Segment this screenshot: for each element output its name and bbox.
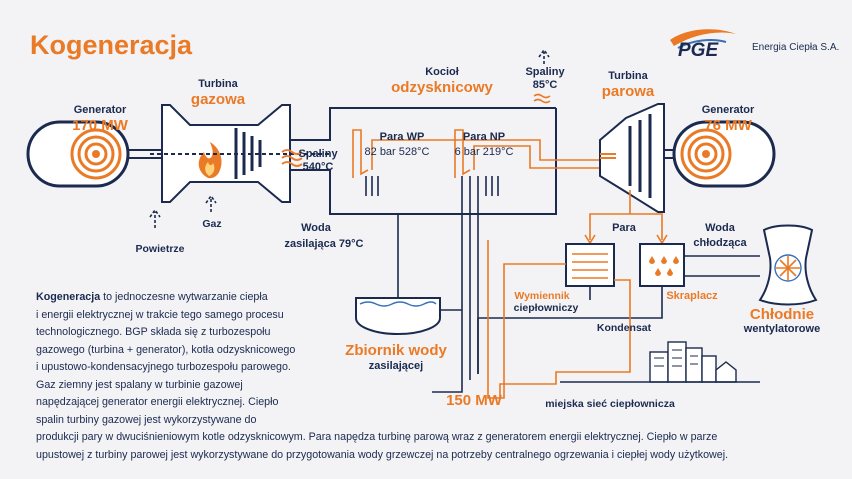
steam-label: Para	[612, 222, 636, 234]
gas-turbine-housing	[161, 104, 291, 203]
exhaust-in-temp: 540°C	[302, 161, 334, 173]
cooling-tower-icon	[758, 224, 818, 306]
pge-logo-text: PGE	[678, 40, 719, 61]
condenser-box	[639, 243, 685, 287]
steam-turbine-type: parowa	[601, 83, 655, 100]
gas-turbine-label: Turbina	[198, 78, 238, 90]
cooling-towers-type: wentylatorowe	[743, 323, 821, 335]
flame-icon	[198, 142, 222, 179]
generator-right-label: Generator	[701, 104, 755, 116]
exhaust-duct	[290, 107, 557, 215]
boiler-label: Kocioł	[425, 66, 459, 78]
feed-water-temp: zasilająca 79°C	[284, 238, 364, 250]
generator-left	[26, 120, 130, 188]
air-up-arrow-icon	[149, 208, 161, 228]
cooling-water-label-2: chłodząca	[693, 237, 747, 249]
generator-right	[672, 120, 776, 188]
lp-steam-params: 6 bar 219°C	[454, 146, 514, 158]
condenser-label: Skraplacz	[666, 290, 718, 302]
heat-output-label: 150 MW	[446, 392, 502, 409]
heat-exchanger-label-2: ciepłowniczy	[513, 302, 579, 314]
pge-logo: PGE	[664, 26, 744, 66]
stack-up-arrow-icon	[538, 48, 550, 64]
boiler-type: odzysknicowy	[391, 79, 493, 96]
company-name: Energia Ciepła S.A.	[752, 42, 840, 53]
exhaust-out-temp: 85°C	[532, 79, 558, 91]
heat-exchanger-box	[565, 243, 615, 287]
condensate-label: Kondensat	[596, 322, 652, 334]
generator-left-power: 170 MW	[72, 117, 128, 134]
condensate-line	[477, 286, 663, 374]
lp-steam-coil	[454, 129, 600, 178]
hp-steam-coil	[352, 129, 600, 178]
steam-turbine-blades	[628, 114, 652, 198]
cooling-water-label: Woda	[705, 222, 735, 234]
feed-water-label: Woda	[301, 222, 331, 234]
gas-up-arrow-icon	[205, 194, 217, 212]
district-heating-label: miejska sieć ciepłownicza	[545, 398, 675, 410]
feedwater-pipe	[397, 176, 479, 393]
heat-exchanger-label: Wymiennik	[514, 290, 570, 302]
city-buildings-icon	[649, 341, 737, 383]
extraction-steam-line	[589, 190, 663, 240]
exhaust-out-label: Spaliny	[525, 66, 565, 78]
feed-tank-label: Zbiornik wody	[345, 342, 447, 359]
pge-swoosh-icon	[670, 29, 736, 49]
exhaust-in-label: Spaliny	[298, 148, 338, 160]
cooling-water-loop	[684, 255, 760, 277]
feed-tank-label-2: zasilającej	[368, 360, 424, 372]
hp-steam-params: 82 bar 528°C	[364, 146, 430, 158]
generator-left-label: Generator	[73, 104, 127, 116]
cooling-towers-label: Chłodnie	[749, 306, 815, 323]
exhaust-waves-icon	[281, 149, 303, 167]
generator-right-power: 76 MW	[704, 117, 752, 134]
lp-steam-label: Para NP	[462, 131, 506, 143]
page-title: Kogeneracja	[30, 30, 193, 60]
droplets-icon	[649, 256, 679, 276]
district-heating-line	[487, 240, 631, 399]
feed-water-tank	[355, 290, 462, 335]
hp-evaporator	[365, 176, 379, 196]
stack-waves-icon	[533, 93, 551, 104]
gas-turbine-type: gazowa	[190, 91, 246, 108]
air-input-label: Powietrze	[135, 243, 185, 255]
lp-evaporator	[485, 176, 499, 196]
steam-turbine-label: Turbina	[608, 70, 648, 82]
gas-input-label: Gaz	[202, 218, 222, 230]
hp-steam-label: Para WP	[379, 131, 425, 143]
steam-turbine-housing	[599, 103, 665, 213]
